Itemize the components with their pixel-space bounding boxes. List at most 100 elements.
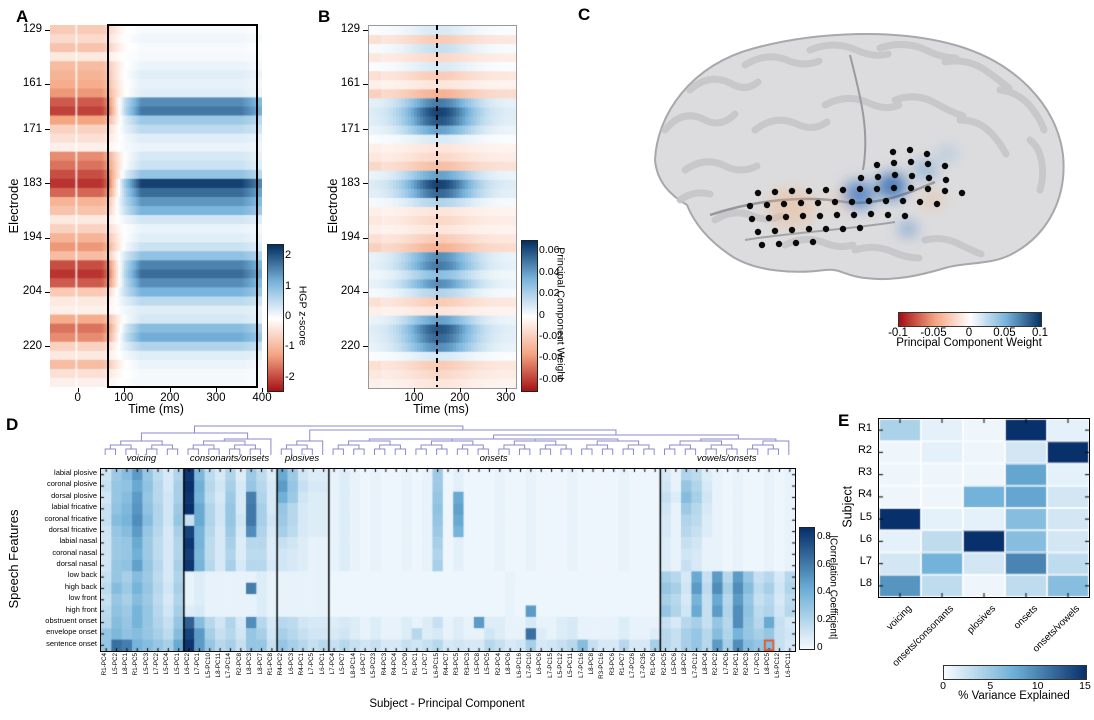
- dendrogram-link: [436, 448, 448, 452]
- d-col-label: L5-PC3: [142, 653, 150, 675]
- d-col-label: R4-PC4: [391, 653, 399, 676]
- panel-c-letter: C: [578, 5, 591, 24]
- d-col-label: L5-PC2: [111, 653, 119, 675]
- analysis-window-box: [107, 24, 258, 388]
- d-colorbar-tick-label: 0: [817, 642, 823, 653]
- electrode-dot: [850, 211, 858, 219]
- pc-weight-patch: [913, 159, 937, 181]
- a-y-tick-label: 204: [22, 285, 42, 298]
- d-col-label: L7-PC4: [329, 653, 337, 675]
- electrode-dot: [924, 185, 932, 193]
- b-y-tick: [363, 237, 368, 239]
- d-row-label: low back: [67, 570, 97, 580]
- d-col-label: L7-PC5: [308, 653, 316, 675]
- dendrogram-link: [456, 448, 469, 452]
- d-col-label: L8-PC3: [246, 653, 254, 675]
- e-row-label: R4: [857, 488, 872, 501]
- d-col-label: L7-PC35: [639, 653, 647, 678]
- d-col-label: R1-PC1: [411, 653, 419, 676]
- d-col-label: L6-PC11: [784, 653, 792, 678]
- dendrogram-link: [394, 448, 407, 452]
- electrode-dot: [754, 189, 762, 197]
- electrode-dot: [908, 172, 916, 180]
- d-cluster-label: vowels/onsets: [696, 453, 757, 464]
- d-col-label: R3-PC16: [598, 653, 606, 679]
- d-row-label: envelope onset: [46, 627, 97, 637]
- dendrogram-link: [627, 444, 650, 449]
- d-col-label: R1-PC7: [619, 653, 627, 676]
- d-col-label: R1-PC8: [266, 653, 274, 676]
- b-colorbar-tick-label: 0.04: [539, 265, 560, 278]
- electrode-dot: [916, 198, 924, 206]
- electrode-dot: [857, 174, 865, 182]
- electrode-dot: [788, 226, 796, 234]
- d-col-label: L7-PC14: [225, 653, 233, 678]
- d-col-label: L8-PC11: [215, 653, 223, 678]
- dendrogram-link: [519, 448, 531, 452]
- c-colorbar-tick-label: 0.05: [993, 327, 1016, 339]
- b-colorbar-tick-label: 0.06: [539, 244, 560, 257]
- dendrogram-link: [679, 440, 722, 445]
- a-x-tick: [77, 388, 79, 392]
- a-y-tick-label: 129: [22, 23, 42, 36]
- dendrogram-link: [353, 448, 365, 452]
- d-row-label: dorsal fricative: [48, 524, 97, 534]
- dendrogram-link: [125, 448, 137, 452]
- a-y-tick-label: 171: [22, 122, 42, 135]
- e-row-label: R1: [857, 421, 872, 434]
- dendrogram-link: [146, 448, 158, 452]
- electrode-dot: [771, 227, 779, 235]
- dendrogram-link: [544, 444, 567, 449]
- dendrogram-link: [581, 448, 593, 452]
- dendrogram-link: [684, 448, 697, 452]
- dendrogram-link: [337, 444, 360, 449]
- electrode-dot: [925, 174, 933, 182]
- dendrogram-link: [601, 448, 614, 452]
- dendrogram-link: [415, 448, 427, 452]
- c-colorbar-tick-label: 0.1: [1032, 327, 1048, 339]
- d-col-label: L7-PC9: [401, 653, 409, 675]
- d-col-label: R1-PC4: [101, 653, 109, 676]
- d-col-label: R2-PC1: [733, 653, 741, 676]
- d-cluster-label: voicing: [126, 453, 157, 464]
- e-row-label: L7: [859, 555, 872, 568]
- d-colorbar-tick-label: 0.6: [817, 558, 831, 570]
- d-col-label: R2-PC5: [660, 653, 668, 676]
- e-colorbar-tick-label: 5: [987, 680, 994, 692]
- dendrogram-link: [560, 448, 572, 452]
- dendrogram-link: [249, 448, 262, 452]
- electrode-dot: [873, 161, 881, 169]
- a-xlabel: Time (ms): [128, 402, 184, 416]
- electrode-dot: [891, 171, 899, 179]
- b-ylabel: Electrode: [324, 178, 340, 234]
- e-colorbar-tick-label: 10: [1031, 680, 1044, 692]
- a-colorbar-tick-label: 2: [285, 249, 292, 262]
- b-y-tick-label: 204: [340, 285, 360, 298]
- d-col-label: R4-PC3: [380, 653, 388, 676]
- a-x-tick-label: 300: [206, 392, 226, 404]
- dendrogram-link: [477, 448, 489, 452]
- dendrogram-link: [493, 434, 739, 439]
- b-colorbar-tick-label: 0: [539, 308, 545, 321]
- d-col-label: L7-PC7: [422, 653, 430, 675]
- d-col-label: L8-PC8: [588, 653, 595, 675]
- electrode-dot: [746, 202, 754, 210]
- panel-e-letter: E: [838, 411, 850, 430]
- d-col-label: R2-PC8: [235, 653, 243, 676]
- d-col-label: L8-PC5: [764, 653, 772, 675]
- dendrogram-link: [104, 448, 117, 452]
- d-col-label: L5-PC4: [163, 653, 171, 675]
- e-row-label: L8: [859, 577, 872, 590]
- heatmap-e-canvas: [878, 418, 1090, 598]
- dendrogram-link: [643, 448, 655, 452]
- b-y-tick: [363, 129, 368, 131]
- electrode-dot: [816, 212, 824, 220]
- b-colorbar: [521, 240, 538, 392]
- d-col-label: L6-PC2: [184, 653, 192, 675]
- d-col-label: L7-PC26: [629, 653, 637, 678]
- d-col-label: L6-PC12: [774, 653, 782, 678]
- c-colorbar-tick-label: -0.05: [920, 327, 947, 339]
- e-row-label: R2: [857, 443, 872, 456]
- dendrogram-link: [234, 444, 256, 449]
